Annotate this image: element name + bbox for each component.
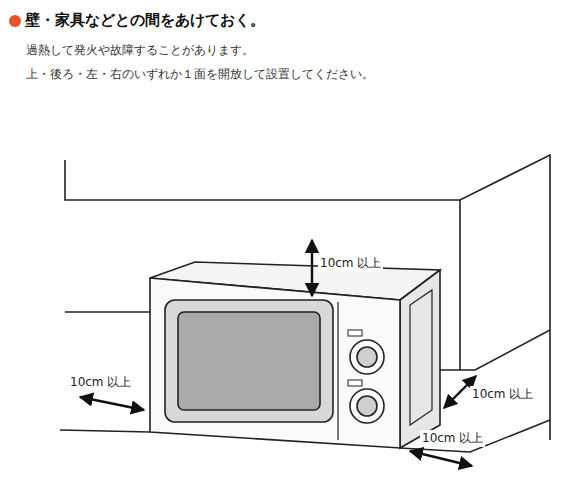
note-text: 過熱して発火や故障することがあります。 (26, 42, 254, 59)
note-text: 上・後ろ・左・右のいずれか１面を開放して設置してください。 (26, 66, 374, 83)
dimension-label: 10cm 以上 (318, 255, 383, 272)
clearance-arrows (80, 240, 476, 466)
dimension-label: 10cm 以上 (68, 374, 133, 391)
microwave-body (150, 262, 440, 448)
dimension-label: 10cm 以上 (470, 386, 535, 403)
title-bullet (9, 15, 21, 27)
dimension-label: 10cm 以上 (420, 430, 485, 447)
section-heading: 壁・家具などとの間をあけておく。 (25, 11, 265, 30)
room-walls (60, 155, 550, 452)
